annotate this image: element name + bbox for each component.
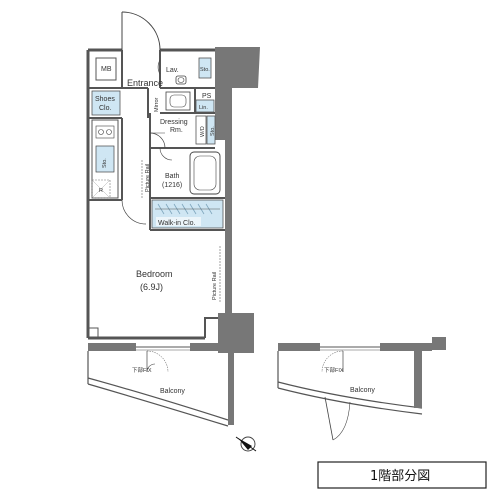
shoes-label-1: Shoes [95,96,115,103]
balcony-pillar [228,353,234,425]
picture-rail-label-1: Picture Rail [145,164,151,192]
caption-label: 1階部分図 [370,469,430,484]
mirror-label: Mirror [154,97,160,112]
side-plan-pillar [432,337,446,350]
stove-icon [95,125,115,139]
linen-label: Lin. [199,105,208,111]
walkin-label: Walk-in Clo. [158,220,196,227]
dressing-room: Dressing Rm. W/D Sto. [149,115,216,149]
washer-dryer [195,115,207,145]
linen-closet [195,99,215,113]
structural-walls [215,47,446,425]
mb-label: MB [101,66,112,73]
fridge-space [91,179,111,199]
mb-box: MB [95,57,117,81]
fix-label-left: 下部FIX [132,366,152,374]
lavatory: Lav. Sto. [157,57,212,85]
fix-label-right: 下部FIX [324,366,344,374]
shoes-closet: Shoes Clo. [91,90,121,116]
bedroom-label-2: (6.9J) [140,282,163,292]
dressing-label-2: Rm. [170,127,183,134]
dressing-storage [206,115,216,145]
sink-icon [95,145,115,173]
pipe-shaft-pillar [215,47,260,140]
lav-storage-label: Sto. [200,67,210,73]
lav-storage [198,57,212,79]
balcony-left: 下部FIX Balcony [87,343,229,427]
north-arrow-icon [235,436,257,452]
wd-label: W/D [200,126,206,137]
entrance-door [121,11,161,51]
ps-label: PS [202,93,212,100]
side-partial-plan: 下部FIX Balcony [277,343,432,441]
balcony-label-right: Balcony [350,387,375,394]
ps-linen: PS Lin. [165,91,215,113]
bath-label-1: Bath [165,173,180,180]
interior-walls [88,50,225,231]
toilet-icon [175,75,187,85]
walls [86,48,215,340]
picture-rail-label-2: Picture Rail [212,272,218,300]
washbasin-icon [165,91,191,111]
bedroom: Bedroom (6.9J) Picture Rail [88,246,221,338]
bedroom-label-1: Bedroom [136,269,173,279]
balcony-label-left: Balcony [160,388,185,395]
fridge-label: R [99,188,103,194]
kitchen-storage-label: Sto. [102,158,108,168]
lav-label: Lav. [166,67,179,74]
dressing-label-1: Dressing [160,119,188,126]
bathtub-icon [189,151,221,195]
shoes-label-2: Clo. [99,105,112,112]
floor-caption: 1階部分図 [317,461,487,489]
bath-label-2: (1216) [162,182,182,189]
dressing-storage-label: Sto. [210,126,216,136]
bathroom: Bath (1216) [159,147,221,195]
entrance-label: Entrance [127,78,163,88]
walk-in-closet: Walk-in Clo. [151,199,224,229]
lower-right-pillar [218,313,254,353]
right-wall-strip [225,88,232,315]
kitchen: Sto. R [91,119,119,199]
